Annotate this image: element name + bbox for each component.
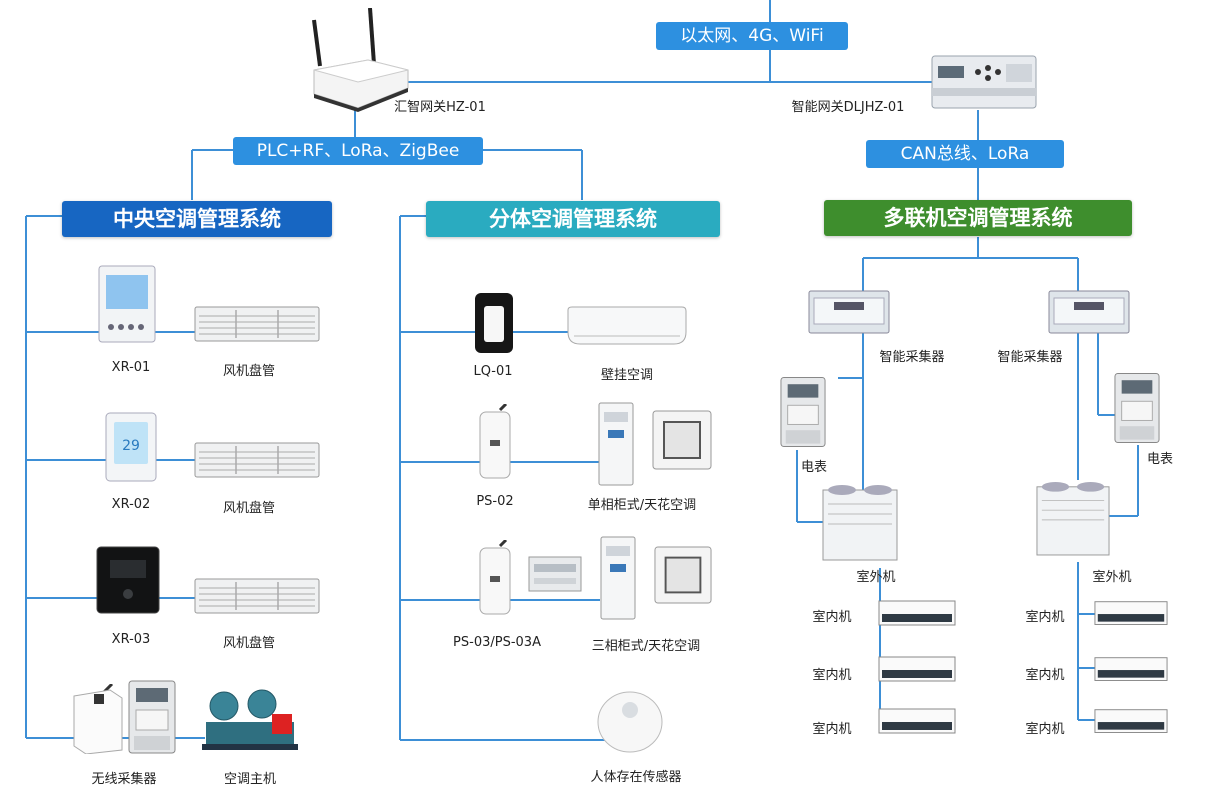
electric-meter-icon [780,376,826,448]
indoor-label: 室内机 [1025,610,1065,625]
collector-label: 智能采集器 [879,350,945,365]
outdoor-label: 室外机 [1092,570,1132,585]
network-label-mid-right: CAN总线、LoRa [866,140,1064,168]
system-title-vrf: 多联机空调管理系统 [824,200,1132,236]
electric-meter-icon [1114,372,1160,444]
indoor-label: 室内机 [1025,722,1065,737]
indoor-unit-icon [1094,656,1168,686]
controller-label: 无线采集器 [91,772,157,787]
system-title-split: 分体空调管理系统 [426,201,720,237]
network-label-top: 以太网、4G、WiFi [656,22,848,50]
thermostat-icon: 29 [105,412,157,482]
thermostat-icon [96,546,160,614]
unit-label: 壁挂空调 [600,368,654,383]
indoor-unit-icon [1094,708,1168,738]
outdoor-label: 室外机 [856,570,896,585]
plug-controller-icon [476,540,514,616]
controller-label: XR-01 [111,360,151,375]
thermostat-icon [98,265,156,343]
gateway-right-label: 智能网关DLJHZ-01 [791,100,905,115]
controller-label: PS-03/PS-03A [453,635,541,650]
ceiling-ac-icon [654,546,712,604]
unit-label: 风机盘管 [222,364,276,379]
collector-icon [808,290,890,334]
unit-label: 空调主机 [223,772,277,787]
gateway-left-label: 汇智网关HZ-01 [394,100,486,115]
system-title-central: 中央空调管理系统 [62,201,332,237]
fan-coil-icon [194,306,320,342]
indoor-unit-icon [1094,600,1168,630]
collector-icon [1048,290,1130,334]
fan-coil-icon [194,442,320,478]
router-gateway-icon [308,8,412,114]
meter-label: 电表 [1146,452,1174,467]
chiller-icon [202,688,298,752]
din-gateway-icon [930,52,1038,112]
plug-controller-icon [476,404,514,480]
controller-label: PS-02 [476,494,514,509]
indoor-label: 室内机 [812,722,852,737]
collector-label: 智能采集器 [997,350,1063,365]
unit-label: 风机盘管 [222,636,276,651]
indoor-unit-icon [878,600,956,630]
outdoor-unit-icon [1036,476,1110,558]
meter-label: 电表 [800,460,828,475]
controller-label: XR-02 [111,497,151,512]
lq-controller-icon [474,292,514,354]
outdoor-unit-icon [822,480,898,562]
presence-sensor-icon [596,690,664,754]
indoor-unit-icon [878,708,956,738]
fan-coil-icon [194,578,320,614]
unit-label: 风机盘管 [222,501,276,516]
indoor-label: 室内机 [812,610,852,625]
ceiling-ac-icon [652,410,712,470]
din-module-icon [528,556,582,592]
wireless-collector-icon [70,684,126,754]
indoor-label: 室内机 [812,668,852,683]
electric-meter-icon [128,680,176,754]
unit-label: 单相柜式/天花空调 [587,498,697,513]
unit-label: 三相柜式/天花空调 [591,639,701,654]
controller-label: XR-03 [111,632,151,647]
indoor-label: 室内机 [1025,668,1065,683]
indoor-unit-icon [878,656,956,686]
wall-ac-icon [566,306,688,346]
cabinet-ac-icon [598,402,634,486]
svg-text:29: 29 [122,438,140,454]
cabinet-ac-icon [600,536,636,620]
network-label-mid-left: PLC+RF、LoRa、ZigBee [233,137,483,165]
unit-label: 人体存在传感器 [590,770,682,785]
controller-label: LQ-01 [473,364,513,379]
